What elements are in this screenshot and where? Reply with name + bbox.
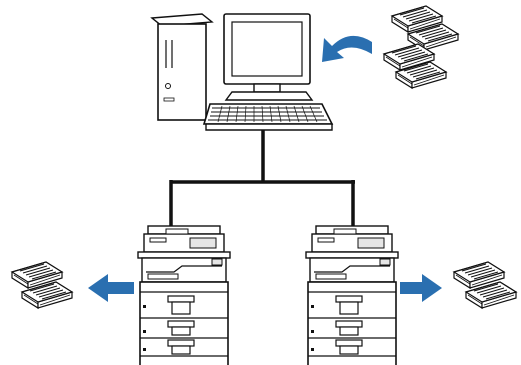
document-stack-icon [384,6,458,88]
document-stack-icon [12,262,72,308]
monitor-icon [223,13,314,101]
arrow-icon [88,274,134,302]
arrow-icon [400,274,442,302]
multifunction-printer-icon [305,225,399,365]
network-cable [169,129,355,232]
keyboard-icon [202,103,334,131]
arrow-icon [322,35,372,62]
document-stack-icon [454,262,516,308]
computer-tower-icon [150,13,214,121]
multifunction-printer-icon [137,225,231,365]
